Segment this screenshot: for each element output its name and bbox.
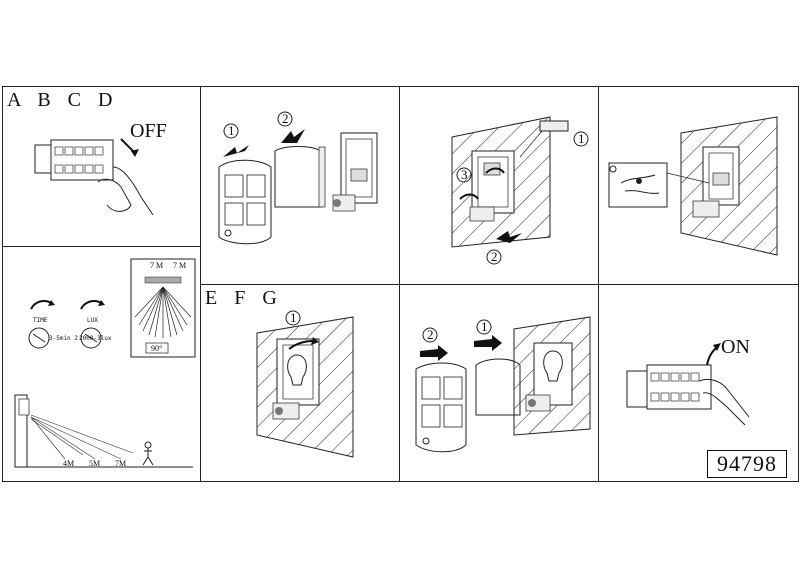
divider bbox=[200, 284, 799, 285]
switch-on-illustration bbox=[626, 343, 750, 426]
panel-switch-off: A B C D OFF bbox=[3, 87, 200, 246]
off-label: OFF bbox=[130, 120, 167, 142]
detection-left-label: 7 M bbox=[150, 261, 164, 270]
time-knob-label: TIME bbox=[33, 317, 48, 324]
on-label: ON bbox=[721, 336, 750, 358]
range-5m-label: 5M bbox=[89, 459, 101, 468]
panel-wiring bbox=[599, 87, 798, 284]
switch-off-illustration bbox=[34, 138, 154, 216]
step-2-label: 2 bbox=[427, 327, 434, 342]
panel-sensor-settings: TIME LUX 3-5min 2 2000-3lux 7 M 7 M 90° … bbox=[3, 247, 200, 482]
panel-mount-wall: 1 3 2 bbox=[400, 87, 598, 284]
mount-wall-illustration bbox=[451, 116, 589, 265]
section-label-abcd: A B C D bbox=[7, 89, 119, 111]
panel-switch-on: ON 94798 bbox=[599, 285, 798, 482]
step-3-label: 3 bbox=[461, 167, 468, 182]
divider bbox=[2, 246, 200, 247]
insert-bulb-illustration bbox=[256, 310, 354, 458]
step-2-label: 2 bbox=[491, 249, 498, 264]
section-label-efg: E F G bbox=[205, 287, 283, 309]
detection-right-label: 7 M bbox=[173, 261, 187, 270]
time-range-label: 3-5min 2 bbox=[49, 335, 78, 342]
lux-knob-label: LUX bbox=[87, 317, 98, 324]
wiring-illustration bbox=[608, 116, 778, 256]
panel-remove-cover: 1 2 bbox=[201, 87, 399, 284]
step-1-label: 1 bbox=[228, 123, 235, 138]
reattach-cover-illustration bbox=[415, 316, 591, 453]
panel-reattach-cover: 2 1 bbox=[400, 285, 598, 482]
lux-range-label: 2000-3lux bbox=[79, 335, 112, 342]
range-4m-label: 4M bbox=[63, 459, 75, 468]
remove-cover-illustration bbox=[218, 111, 378, 245]
step-2-label: 2 bbox=[282, 111, 289, 126]
detection-angle-label: 90° bbox=[151, 344, 163, 353]
product-code: 94798 bbox=[707, 450, 787, 478]
panel-insert-bulb: E F G 1 bbox=[201, 285, 399, 482]
step-1-label: 1 bbox=[290, 310, 297, 325]
sensor-settings-illustration bbox=[14, 258, 196, 468]
step-1-label: 1 bbox=[481, 319, 488, 334]
range-7m-label: 7M bbox=[115, 459, 127, 468]
step-1-label: 1 bbox=[578, 131, 585, 146]
